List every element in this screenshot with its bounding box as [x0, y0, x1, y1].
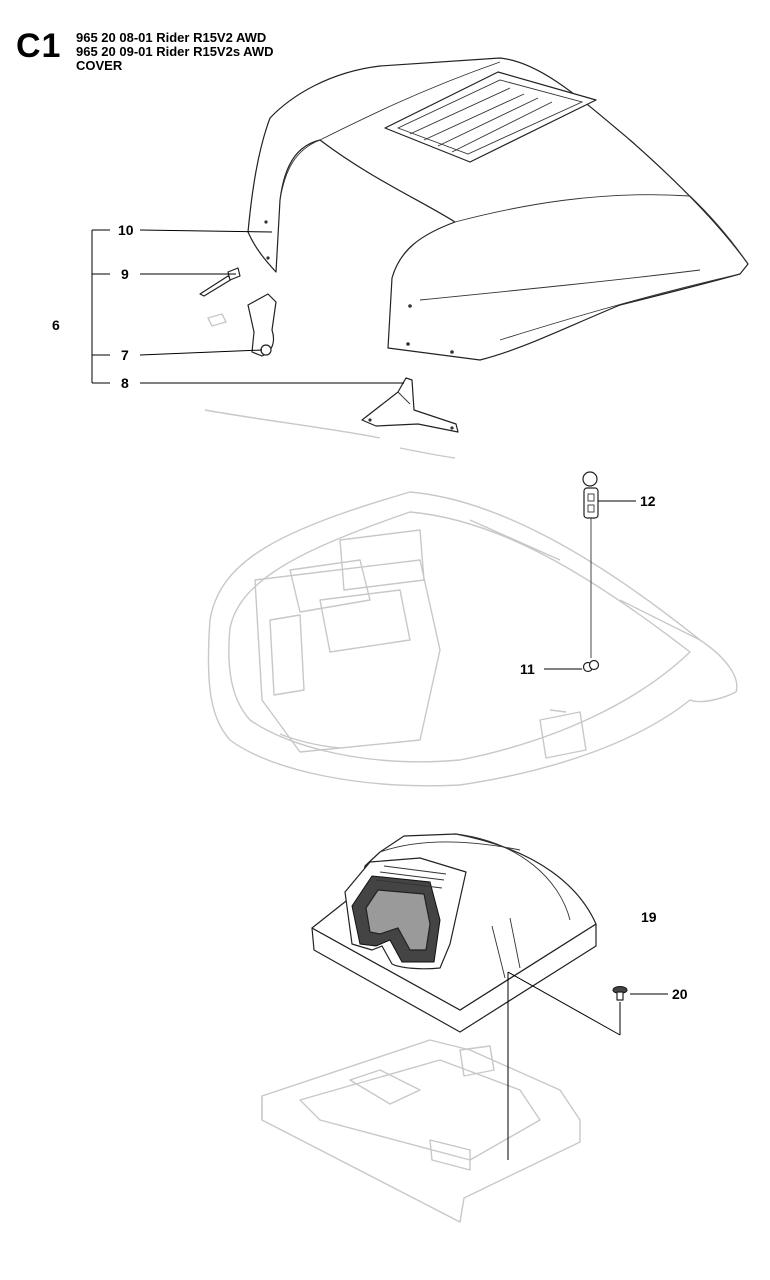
- callout-9: 9: [121, 266, 129, 282]
- pin-part: [199, 267, 241, 297]
- hood-cover: [247, 57, 749, 361]
- callout-11: 11: [520, 661, 535, 677]
- model-line-1: 965 20 08-01 Rider R15V2 AWD: [76, 30, 267, 45]
- callout-7: 7: [121, 347, 129, 363]
- bracket-8: [204, 377, 459, 459]
- callout-19: 19: [641, 909, 657, 925]
- diagram-code: C1: [16, 27, 62, 65]
- knob-11: [582, 659, 600, 673]
- section-title: COVER: [76, 58, 123, 73]
- callout-6: 6: [52, 317, 60, 333]
- strap-12: [582, 471, 599, 658]
- seat-pan: [311, 833, 597, 1033]
- model-line-2: 965 20 09-01 Rider R15V2s AWD: [76, 44, 274, 59]
- seat-base-ghost: [261, 1039, 581, 1223]
- chassis-ghost: [207, 491, 738, 787]
- callout-20: 20: [672, 986, 688, 1002]
- bracket-7: [207, 293, 277, 357]
- callout-10: 10: [118, 222, 134, 238]
- screw-20: [612, 986, 628, 1001]
- callout-8: 8: [121, 375, 129, 391]
- callout-12: 12: [640, 493, 656, 509]
